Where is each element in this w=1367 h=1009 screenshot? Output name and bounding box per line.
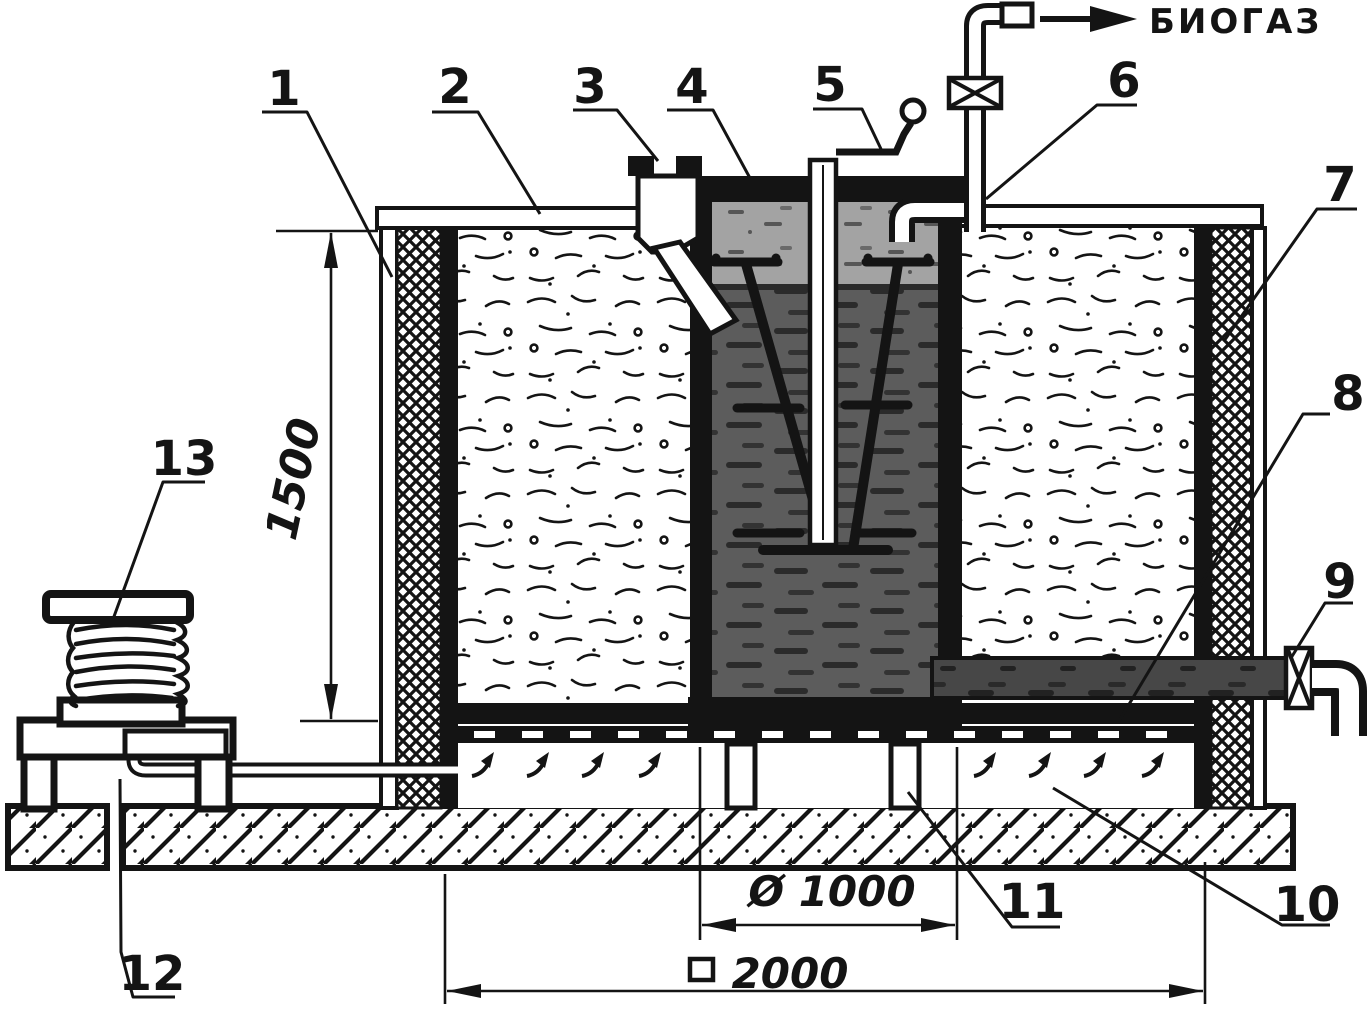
air-gap [458, 742, 1194, 808]
callout-numbers: 1 2 3 4 5 6 7 8 9 10 11 12 13 [119, 53, 1365, 1002]
digester [684, 97, 966, 730]
left-outer-skin [379, 226, 399, 810]
leader-1 [262, 110, 394, 278]
leader-12 [118, 778, 175, 999]
foundation-slab-main [120, 803, 1296, 871]
discharge-pipe [930, 656, 1288, 700]
leader-6 [985, 103, 1137, 201]
dimension-height: 1500 [256, 229, 378, 723]
dimension-outer-width: 2000 [443, 862, 1207, 1004]
leader-2 [432, 110, 542, 215]
dim-height-text: 1500 [256, 414, 331, 544]
leader-3 [573, 108, 660, 162]
discharge-line [930, 645, 1367, 738]
heating-space [458, 726, 1194, 811]
bottom-plate-right [957, 703, 1194, 724]
agitator-shaft [807, 157, 839, 548]
callout-10: 10 [1274, 877, 1341, 933]
leader-5 [813, 107, 883, 150]
funnel-chute [649, 239, 740, 338]
leader-7 [1222, 207, 1357, 342]
support-post-right [888, 741, 922, 811]
callout-1: 1 [267, 61, 300, 117]
callout-5: 5 [813, 57, 846, 113]
heater-stand [16, 716, 237, 813]
lid-left [375, 206, 640, 230]
leader-4 [667, 108, 759, 192]
foundation-slab-left [5, 803, 110, 871]
heater-assembly [16, 590, 458, 813]
gas-valve-icon [946, 75, 1004, 111]
heater-coil [42, 590, 194, 728]
callout-8: 8 [1331, 366, 1364, 422]
perforation-holes [474, 731, 1167, 738]
callout-9: 9 [1323, 554, 1356, 610]
right-insulation [1209, 226, 1254, 810]
square-section-symbol [687, 956, 716, 983]
digester-wall-right [938, 180, 962, 730]
dimension-inner-diameter: Ø 1000 [698, 747, 959, 940]
lid-right [950, 204, 1264, 228]
right-inner-wall [1194, 228, 1211, 808]
filler-left [458, 228, 690, 705]
callout-leaders [110, 103, 1357, 999]
callout-4: 4 [675, 59, 708, 115]
leader-9 [1289, 601, 1353, 659]
callout-6: 6 [1107, 53, 1140, 109]
bottom-plate-left [458, 703, 700, 724]
handle-knob [899, 97, 927, 125]
leader-10 [1052, 786, 1330, 927]
callout-3: 3 [573, 59, 606, 115]
right-outer-skin [1250, 226, 1267, 810]
filler-right [962, 228, 1194, 705]
crank-handle [836, 97, 927, 156]
pipe-end-fitting [999, 1, 1035, 29]
digester-bottom [688, 697, 962, 730]
outer-tank [375, 204, 1267, 810]
left-insulation [395, 226, 443, 810]
callout-12: 12 [119, 946, 186, 1002]
biogas-arrow [1040, 6, 1137, 32]
callout-11: 11 [999, 874, 1066, 930]
discharge-valve-icon [1283, 645, 1315, 711]
callout-7: 7 [1323, 157, 1356, 213]
leader-13 [110, 480, 205, 623]
leader-8 [1117, 412, 1330, 722]
gas-pipe [889, 1, 1035, 242]
dim-outer-width-text: 2000 [732, 949, 849, 998]
biogas-label: БИОГАЗ [1149, 2, 1322, 42]
support-post-left [724, 741, 758, 811]
callout-13: 13 [151, 431, 218, 487]
leader-11 [906, 791, 1060, 929]
feed-funnel [628, 156, 740, 338]
callout-2: 2 [438, 59, 471, 115]
dim-inner-diameter-text: Ø 1000 [746, 867, 915, 916]
left-inner-wall [441, 228, 458, 808]
